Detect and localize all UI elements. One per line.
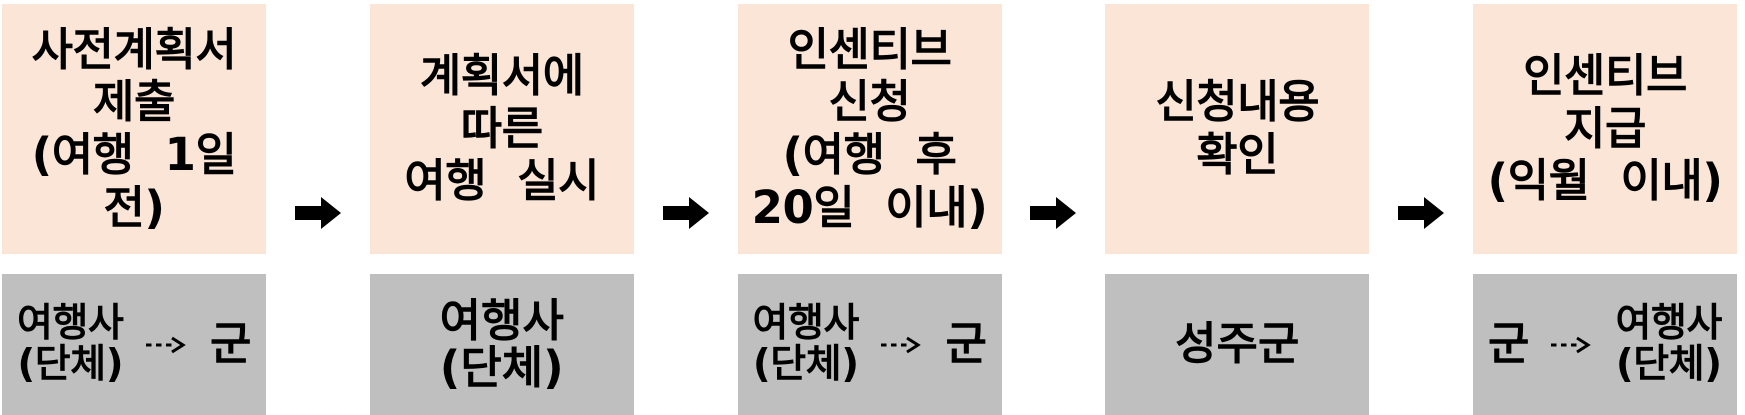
flow-connector-3	[1002, 4, 1106, 415]
flow-step-4: 신청내용 확인 성주군	[1105, 4, 1370, 415]
flow-step-1: 사전계획서 제출 (여행 1일전) 여행사 (단체) 군	[2, 4, 266, 415]
actor-name: 여행사 (단체)	[439, 293, 564, 394]
actor-from-line: 여행사	[752, 300, 860, 346]
phase-title-line: 여행 실시	[404, 154, 600, 208]
phase-title-3: 인센티브 신청 (여행 후 20일 이내)	[751, 22, 988, 235]
phase-title-line: 20일 이내)	[751, 180, 988, 234]
actor-to-line: 군	[945, 317, 987, 371]
dashed-right-arrow-icon	[879, 334, 925, 356]
phase-box-4: 신청내용 확인	[1105, 4, 1370, 254]
phase-box-5: 인센티브 지급 (익월 이내)	[1473, 4, 1737, 254]
right-arrow-icon	[294, 197, 341, 229]
phase-title-5: 인센티브 지급 (익월 이내)	[1487, 49, 1723, 208]
phase-title-line: (여행 후	[782, 128, 957, 181]
actor-to: 군	[210, 317, 251, 371]
actor-from: 여행사 (단체)	[752, 300, 860, 387]
phase-title-line: 인센티브	[1523, 49, 1687, 103]
flow-step-3: 인센티브 신청 (여행 후 20일 이내) 여행사 (단체) 군	[737, 4, 1002, 415]
dashed-right-arrow-icon	[144, 334, 190, 356]
actor-from: 군	[1488, 317, 1529, 371]
phase-title-line: 따른	[460, 101, 543, 155]
actor-box-4: 성주군	[1105, 274, 1370, 415]
right-arrow-icon	[1030, 197, 1077, 229]
phase-title-line: (익월 이내)	[1487, 154, 1723, 208]
phase-title-line: 인센티브	[787, 22, 952, 76]
actor-from-line: (단체)	[752, 341, 859, 387]
actor-box-1: 여행사 (단체) 군	[2, 274, 266, 415]
actor-box-5: 군 여행사 (단체)	[1473, 274, 1737, 415]
right-arrow-icon	[1398, 197, 1445, 229]
flow-connector-1	[266, 4, 370, 415]
phase-title-line: 지급	[1564, 101, 1646, 155]
actor-from-line: 군	[1488, 317, 1529, 371]
phase-title-4: 신청내용 확인	[1155, 76, 1319, 181]
flow-step-2: 계획서에 따른 여행 실시 여행사 (단체)	[369, 4, 634, 415]
actor-to: 군	[945, 317, 987, 371]
flow-connector-4	[1369, 4, 1473, 415]
phase-title-line: 신청	[828, 75, 911, 129]
actor-from-line: 여행사	[17, 300, 124, 346]
flow-connector-2	[634, 4, 738, 415]
actor-name-line: 여행사	[439, 293, 564, 347]
actor-to-line: (단체)	[1615, 341, 1722, 387]
phase-title-2: 계획서에 따른 여행 실시	[404, 49, 600, 208]
right-arrow-icon	[662, 197, 709, 229]
phase-box-3: 인센티브 신청 (여행 후 20일 이내)	[737, 4, 1002, 254]
phase-title-line: 제출	[93, 75, 175, 129]
phase-title-line: 사전계획서	[31, 22, 237, 76]
phase-title-1: 사전계획서 제출 (여행 1일전)	[2, 22, 266, 235]
actor-box-3: 여행사 (단체) 군	[737, 274, 1002, 415]
actor-to-line: 여행사	[1615, 300, 1723, 346]
actor-from-line: (단체)	[17, 341, 124, 387]
actor-from: 여행사 (단체)	[17, 300, 124, 387]
phase-title-line: 신청내용	[1155, 75, 1320, 129]
phase-title-line: (여행 1일전)	[31, 128, 237, 234]
actor-to: 여행사 (단체)	[1615, 300, 1723, 387]
phase-title-line: 확인	[1196, 128, 1279, 181]
actor-name: 성주군	[1175, 317, 1300, 371]
phase-box-1: 사전계획서 제출 (여행 1일전)	[2, 4, 266, 254]
flow-step-5: 인센티브 지급 (익월 이내) 군 여행사 (단체)	[1473, 4, 1737, 415]
actor-box-2: 여행사 (단체)	[369, 274, 634, 415]
actor-name-line: 성주군	[1175, 317, 1300, 371]
dashed-right-arrow-icon	[1549, 334, 1595, 356]
phase-box-2: 계획서에 따른 여행 실시	[369, 4, 634, 254]
actor-to-line: 군	[210, 317, 251, 371]
phase-title-line: 계획서에	[419, 49, 584, 103]
actor-name-line: (단체)	[439, 340, 564, 394]
